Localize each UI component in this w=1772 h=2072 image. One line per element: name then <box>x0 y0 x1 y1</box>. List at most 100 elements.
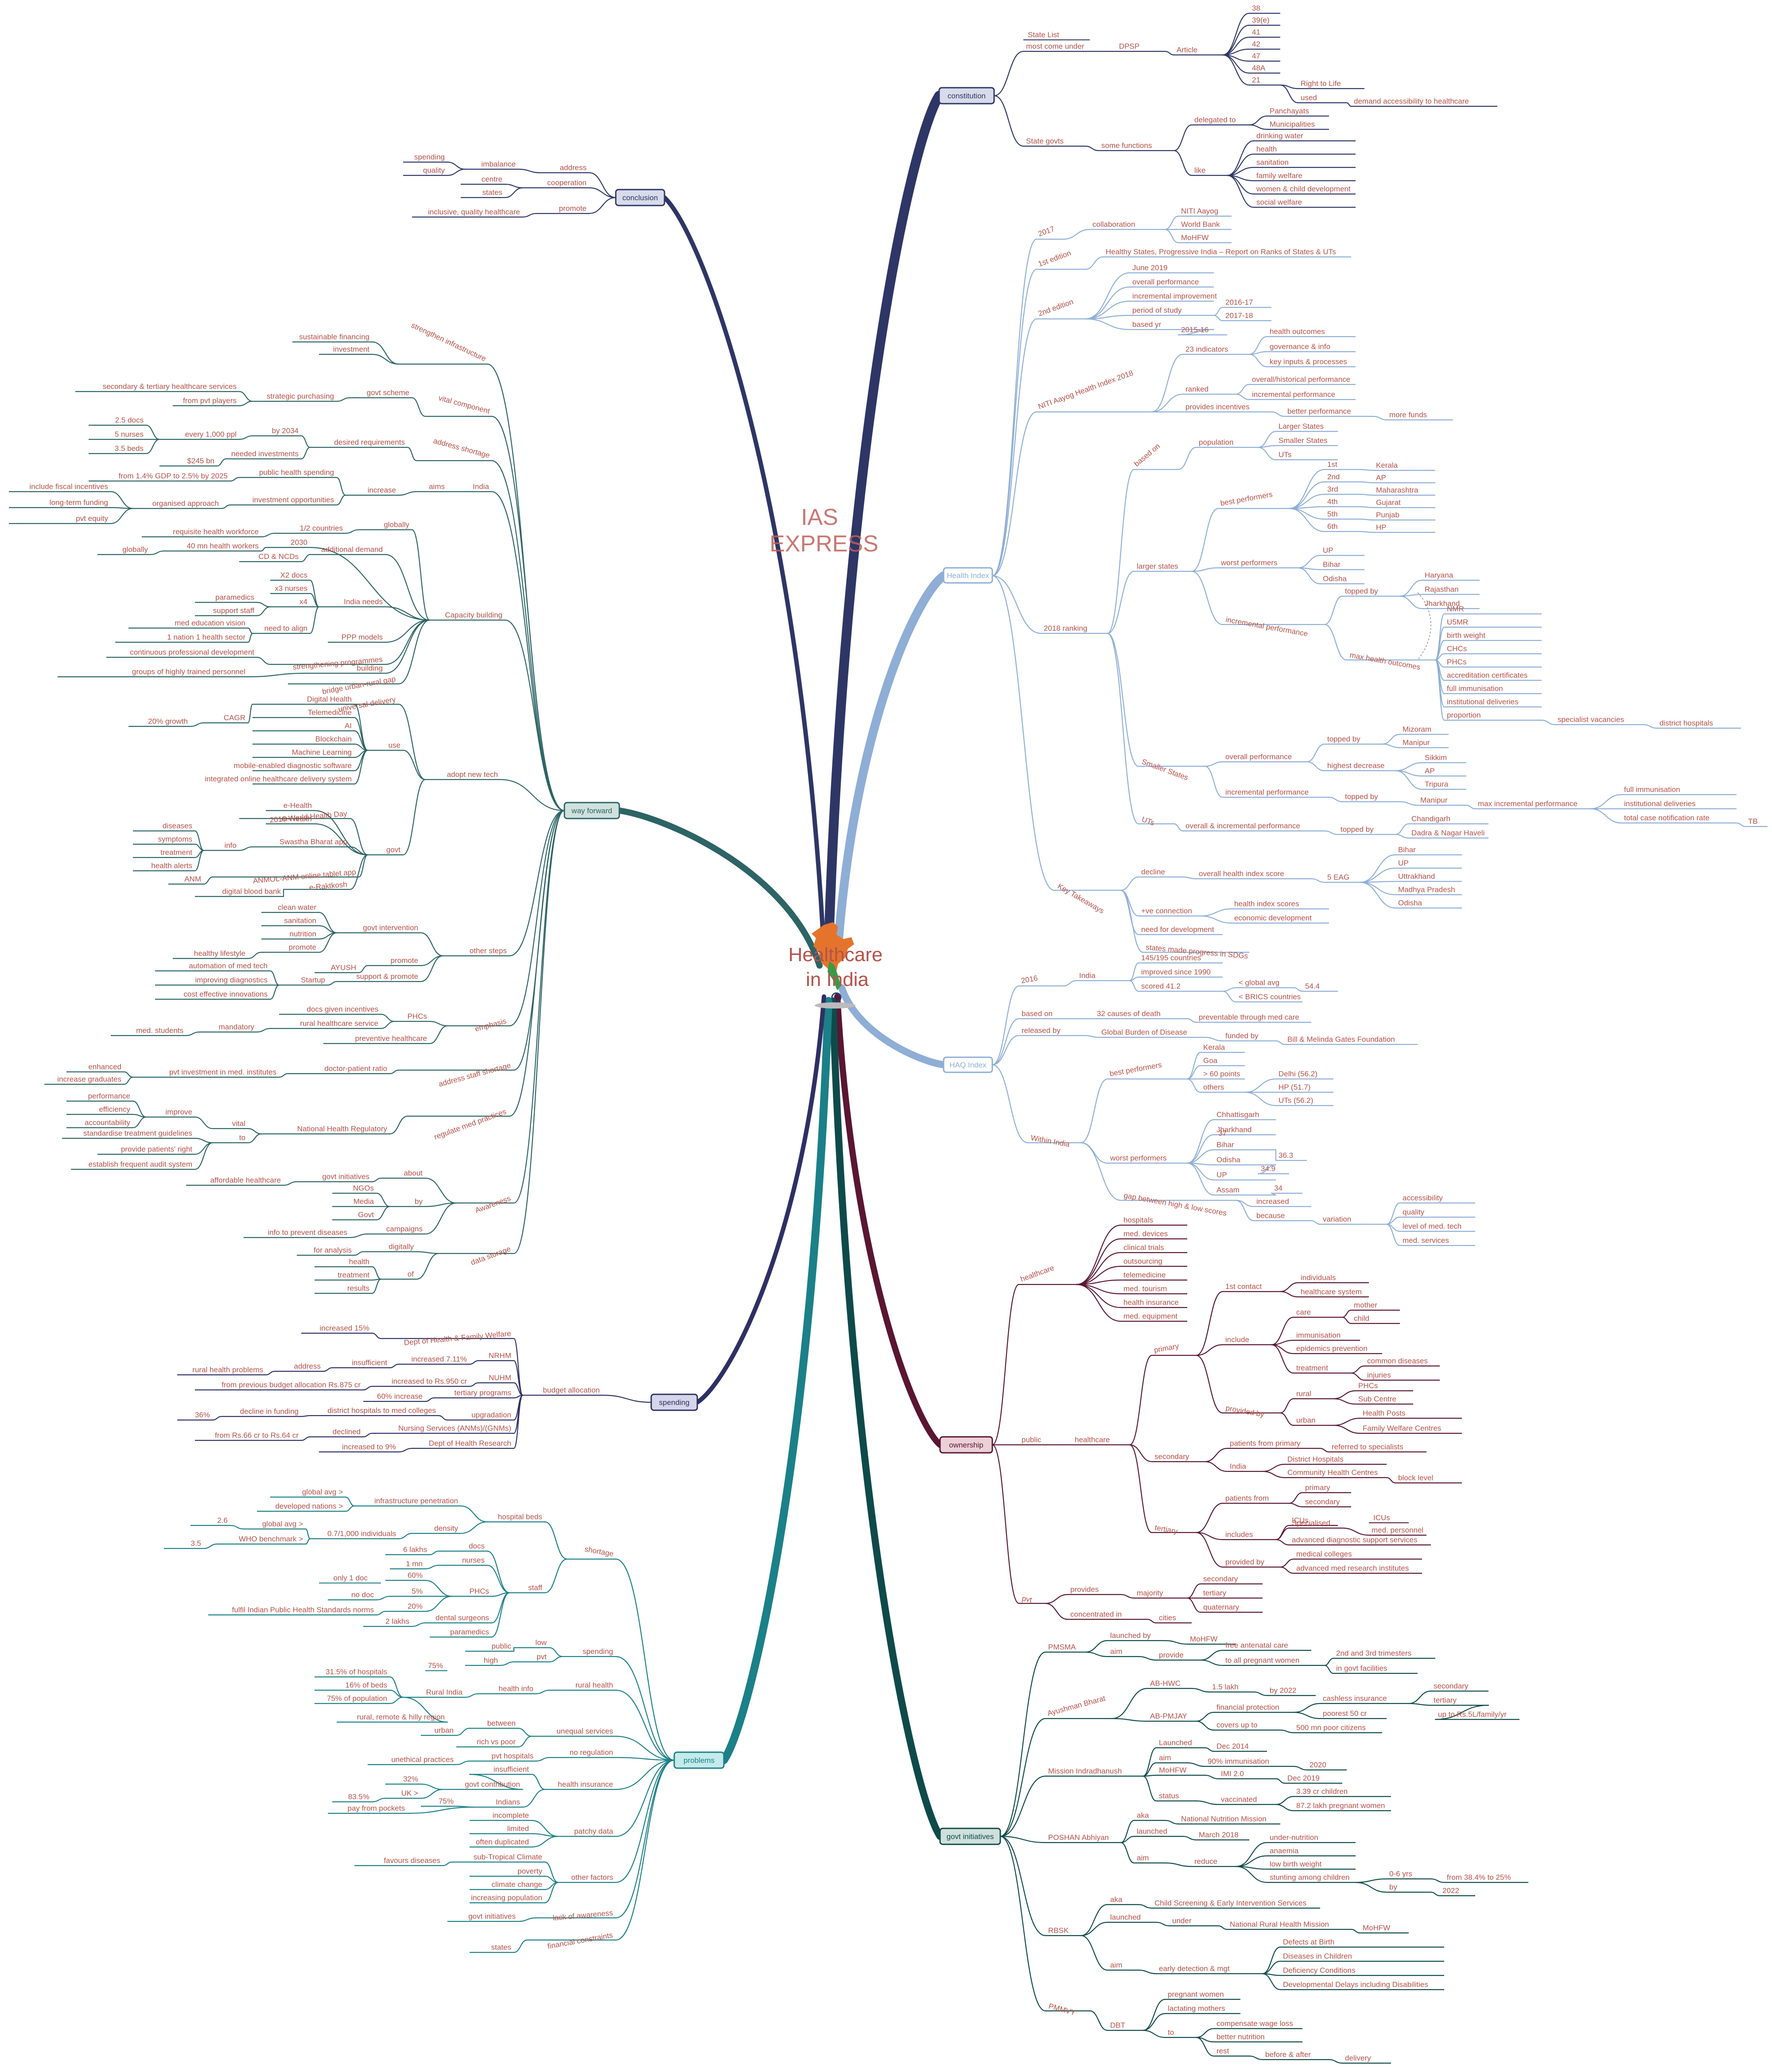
node-health: health <box>1256 145 1277 153</box>
node-march-2018: March 2018 <box>1199 1831 1239 1839</box>
connector <box>1279 84 1299 104</box>
node-developmental-delays-including-disabilit: Developmental Delays including Disabilit… <box>1283 1980 1428 1989</box>
conclusion-node[interactable]: conclusion <box>615 189 665 206</box>
node-district-hospitals-to-med-colleges: district hospitals to med colleges <box>327 1406 436 1415</box>
connector <box>1589 794 1622 810</box>
node-mobile-enabled-diagnostic-software: mobile-enabled diagnostic software <box>234 761 352 770</box>
node-declined: declined <box>333 1428 361 1436</box>
node-most-come-under: most come under <box>1026 42 1084 50</box>
connector <box>1355 1882 1387 1893</box>
node-mother: mother <box>1354 1301 1377 1309</box>
connector <box>1173 150 1193 176</box>
central-node[interactable]: Healthcare in India <box>789 922 883 1009</box>
connector <box>194 1116 214 1129</box>
node-tertiary: tertiary <box>1434 1696 1457 1704</box>
connector <box>1164 1640 1188 1645</box>
node-use: use <box>389 741 400 749</box>
node-every-1-000-ppl: every 1,000 ppl <box>185 430 237 438</box>
spending-node[interactable]: spending <box>650 1393 698 1411</box>
node-ap: AP <box>1376 473 1386 482</box>
node-state-list: State List <box>1028 31 1059 39</box>
connector <box>229 477 240 482</box>
node-manipur: Manipur <box>1403 738 1430 747</box>
node-gujarat: Gujarat <box>1376 498 1401 507</box>
node-right-to-life: Right to Life <box>1301 79 1341 88</box>
connector <box>1080 1078 1108 1144</box>
node-34: 34 <box>1274 1184 1282 1192</box>
node-pvt-investment-in-med-institutes: pvt investment in med. institutes <box>169 1068 276 1076</box>
node-5th: 5th <box>1327 510 1338 518</box>
connector <box>1195 1532 1224 1568</box>
connector <box>1222 24 1250 56</box>
connector <box>1248 351 1268 355</box>
node-bihar: Bihar <box>1323 560 1341 569</box>
node-ngos: NGOs <box>353 1184 374 1192</box>
connector <box>1173 823 1184 832</box>
node-full-immunisation: full immunisation <box>1447 684 1503 693</box>
node-under: under <box>1172 1917 1192 1925</box>
connector <box>1195 1720 1215 1731</box>
connector <box>1589 808 1622 824</box>
node-secondary-tertiary-healthcare-services: secondary & tertiary healthcare services <box>103 382 237 391</box>
node-health-insurance: health insurance <box>1123 1298 1179 1307</box>
connector <box>385 619 431 643</box>
node-75: 75% <box>428 1661 443 1670</box>
node-5: 5% <box>412 1587 423 1595</box>
node-investment: investment <box>333 345 369 353</box>
connector <box>1062 229 1091 240</box>
connector <box>194 1137 214 1144</box>
connector <box>402 1696 448 1723</box>
node-global-avg: global avg > <box>262 1520 303 1528</box>
node-rural-healthcare-service: rural healthcare service <box>300 1019 378 1028</box>
branch-trunk <box>834 993 943 1448</box>
node-hp: HP <box>1376 523 1387 532</box>
connector <box>424 1202 457 1235</box>
node-centre: centre <box>482 175 502 183</box>
node-covers-up-to: covers up to <box>1216 1721 1258 1729</box>
connector <box>615 1689 675 1761</box>
health-index-node[interactable]: Health Index <box>943 567 993 584</box>
ownership-node[interactable]: ownership <box>939 1436 993 1454</box>
node-defects-at-birth: Defects at Birth <box>1283 1938 1334 1946</box>
node-rajasthan: Rajasthan <box>1425 585 1459 594</box>
connector <box>221 504 231 509</box>
node-compensate-wage-loss: compensate wage loss <box>1216 2019 1293 2028</box>
connector <box>416 1251 439 1254</box>
node-from-previous-budget-allocation-rs-875-c: from previous budget allocation Rs.875 c… <box>222 1381 361 1389</box>
problems-node[interactable]: problems <box>673 1751 725 1769</box>
connector <box>1222 990 1237 1003</box>
connector <box>1395 762 1423 772</box>
node-address-staff-shortage: address staff shortage <box>438 1061 512 1089</box>
node-tertiary: tertiary <box>1203 1589 1226 1597</box>
node-support-promote: support & promote <box>356 972 418 981</box>
govt-initiatives-node[interactable]: govt initiatives <box>939 1828 1001 1845</box>
node-overall-performance: overall performance <box>1132 278 1199 286</box>
connector <box>1324 1657 1334 1666</box>
connector <box>265 1370 276 1376</box>
node-improved-since-1990: improved since 1990 <box>1141 968 1211 976</box>
connector <box>1107 632 1139 825</box>
node-provided-by: provided by <box>1225 1404 1265 1419</box>
connector <box>991 1018 1020 1066</box>
connector <box>256 656 271 665</box>
connector <box>380 1020 395 1029</box>
node-states: states <box>482 188 502 197</box>
node-individuals: individuals <box>1301 1273 1336 1282</box>
node-rural-remote-hilly-region: rural, remote & hilly region <box>357 1713 445 1721</box>
connector <box>1186 1583 1201 1599</box>
way-forward-node[interactable]: way forward <box>563 802 620 819</box>
node-increased-15: increased 15% <box>320 1324 369 1332</box>
node-icus: ICUs <box>1292 1516 1309 1525</box>
node-lactating-mothers: lactating mothers <box>1168 2004 1225 2013</box>
node-rural-health: rural health <box>575 1681 613 1689</box>
connector <box>1080 1935 1108 1971</box>
constitution-node[interactable]: constitution <box>938 87 995 105</box>
govt-initiatives-label: govt initiatives <box>947 1832 994 1841</box>
connector <box>1262 1973 1281 1991</box>
node-up: UP <box>1216 1171 1227 1179</box>
node-cd-ncds: CD & NCDs <box>258 552 299 561</box>
node-infrastructure-penetration: infrastructure penetration <box>374 1497 458 1505</box>
haq-index-node[interactable]: HAQ Index <box>943 1056 993 1073</box>
node-health-alerts: health alerts <box>151 861 192 870</box>
